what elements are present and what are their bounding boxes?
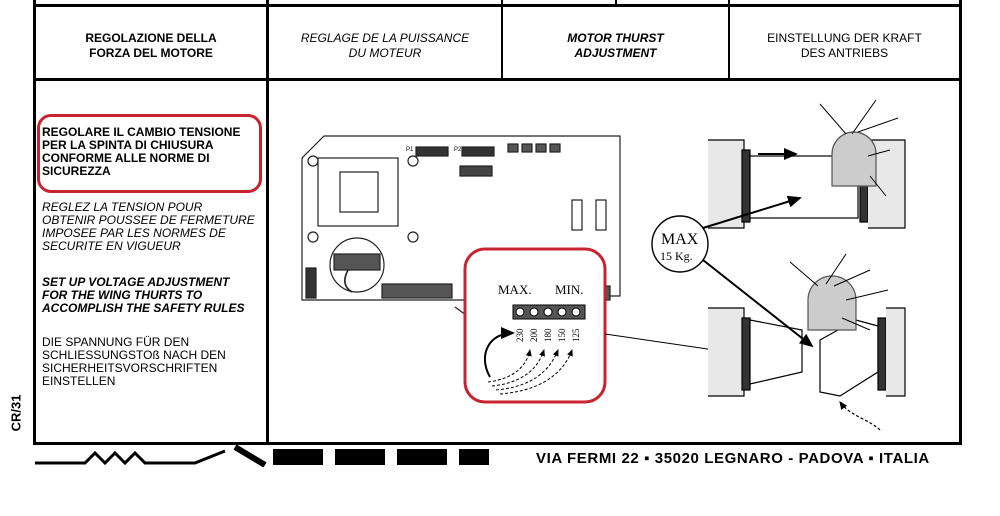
header-separator bbox=[33, 78, 962, 81]
header-italian: REGOLAZIONE DELLA FORZA DEL MOTORE bbox=[85, 31, 217, 60]
instruction-french: REGLEZ LA TENSION POUR OBTENIR POUSSEE D… bbox=[42, 200, 255, 253]
column-divider-top bbox=[615, 0, 617, 4]
header-english: MOTOR THURST ADJUSTMENT bbox=[567, 31, 664, 60]
brand-logo bbox=[35, 445, 505, 467]
instruction-english: SET UP VOLTAGE ADJUSTMENT FOR THE WING T… bbox=[42, 275, 245, 315]
header-french: REGLAGE DE LA PUISSANCE DU MOTEUR bbox=[300, 31, 470, 60]
instruction-italian: REGOLARE IL CAMBIO TENSIONE PER LA SPINT… bbox=[42, 125, 241, 178]
column-divider bbox=[266, 0, 269, 445]
page-code: CR/31 bbox=[8, 394, 24, 432]
page-frame bbox=[33, 0, 962, 445]
column-divider bbox=[501, 0, 503, 80]
top-border bbox=[33, 0, 962, 7]
instruction-german: DIE SPANNUNG FÜR DEN SCHLIESSUNGSTOß NAC… bbox=[42, 335, 226, 388]
column-divider bbox=[728, 0, 730, 80]
header-german: EINSTELLUNG DER KRAFT DES ANTRIEBS bbox=[767, 31, 922, 60]
footer-address: VIA FERMI 22 ▪ 35020 LEGNARO - PADOVA ▪ … bbox=[536, 450, 930, 467]
highlight-box bbox=[37, 114, 262, 193]
